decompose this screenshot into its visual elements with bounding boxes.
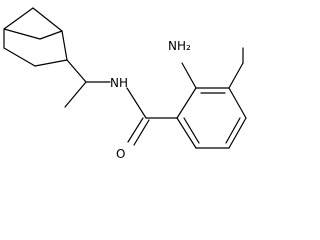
bond [66,59,87,83]
bond [228,87,247,119]
bond [32,7,63,32]
bond [39,30,63,40]
bond [133,119,150,146]
bond [126,87,147,119]
bond [3,28,41,40]
bond [61,30,68,61]
bond [183,117,200,144]
bond [127,117,144,143]
carbonyl-oxygen-label: O [116,147,125,160]
bond [176,117,197,149]
bond [64,81,87,108]
bond [228,117,247,149]
bond [225,117,241,144]
ring-substituents [181,47,244,89]
amine-label: NH₂ [168,39,191,53]
bond [34,59,68,67]
ethyl-linker [64,59,111,108]
bond [3,47,36,67]
bond [181,62,197,89]
amide-nitrogen-label: NH [110,76,128,90]
benzene-ring [176,87,247,149]
bond [3,7,34,30]
norbornane-cage [3,7,68,67]
bond [228,62,244,89]
bond [176,87,197,119]
molecule-structure: NH₂ NH O [3,7,247,160]
amide-group [126,87,178,146]
